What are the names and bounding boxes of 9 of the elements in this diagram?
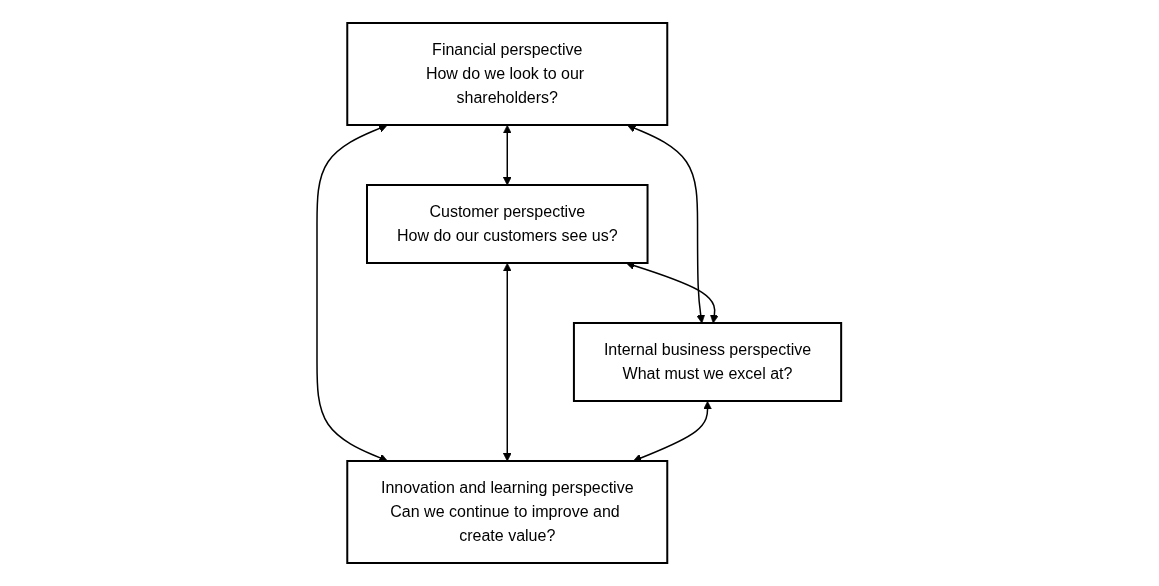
node-box: Customer perspective How do our customers see us? bbox=[366, 184, 649, 264]
arrow bbox=[503, 263, 513, 462]
node-box: Financial perspective How do we look to our shareholders? bbox=[346, 22, 669, 126]
node-box: Innovation and learning perspective Can we continue to improve and create value? bbox=[346, 460, 669, 564]
arrow bbox=[316, 124, 389, 462]
node-box: Internal business perspective What must we excel at? bbox=[573, 322, 843, 402]
arrow bbox=[633, 401, 713, 463]
arrow bbox=[627, 124, 706, 324]
arrow bbox=[503, 125, 513, 186]
